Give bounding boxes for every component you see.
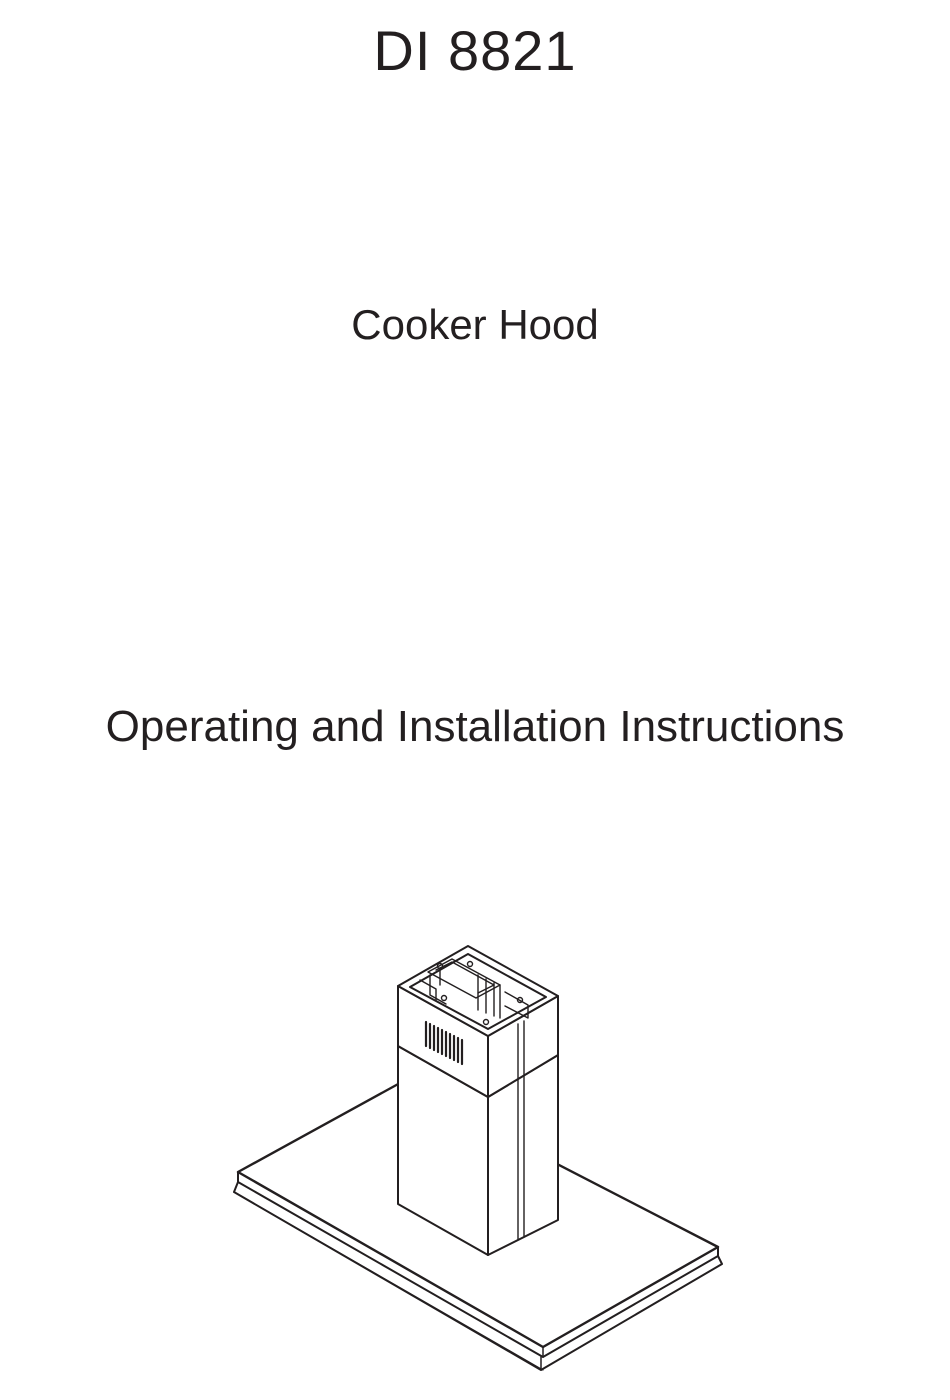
document-subtitle: Operating and Installation Instructions xyxy=(0,701,950,753)
product-name: Cooker Hood xyxy=(0,300,950,350)
model-title: DI 8821 xyxy=(0,18,950,84)
cooker-hood-illustration xyxy=(0,930,950,1390)
